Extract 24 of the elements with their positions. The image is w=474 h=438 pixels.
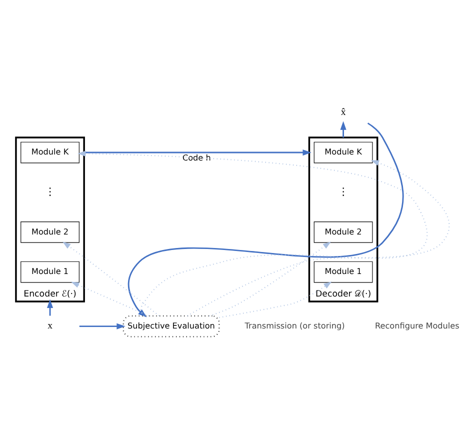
arrow	[62, 241, 159, 316]
node-box: Module K	[20, 141, 79, 163]
node-box: Module 2	[313, 221, 372, 242]
label: Reconfigure Modules	[374, 320, 459, 330]
node-text: x	[47, 320, 52, 332]
arrow	[186, 160, 450, 316]
arrow	[78, 322, 125, 329]
arrow	[84, 149, 311, 156]
node-box: Module 1	[20, 260, 79, 282]
arrow	[70, 281, 148, 316]
arrow	[218, 281, 332, 318]
node-box: Module K	[313, 141, 372, 163]
node-box: Module 2	[20, 221, 79, 242]
label: ⋮	[44, 185, 55, 198]
arrow	[127, 122, 404, 317]
arrow	[77, 150, 426, 316]
label: ⋮	[338, 185, 348, 198]
edge-label: Code h	[182, 152, 210, 162]
node-box: Module 1	[313, 260, 372, 282]
arrow	[208, 241, 331, 316]
label: Transmission (or storing)	[244, 320, 344, 330]
node-text: x̂	[340, 106, 346, 118]
node-box: Subjective Evaluation	[122, 314, 220, 337]
arrow	[340, 120, 346, 138]
